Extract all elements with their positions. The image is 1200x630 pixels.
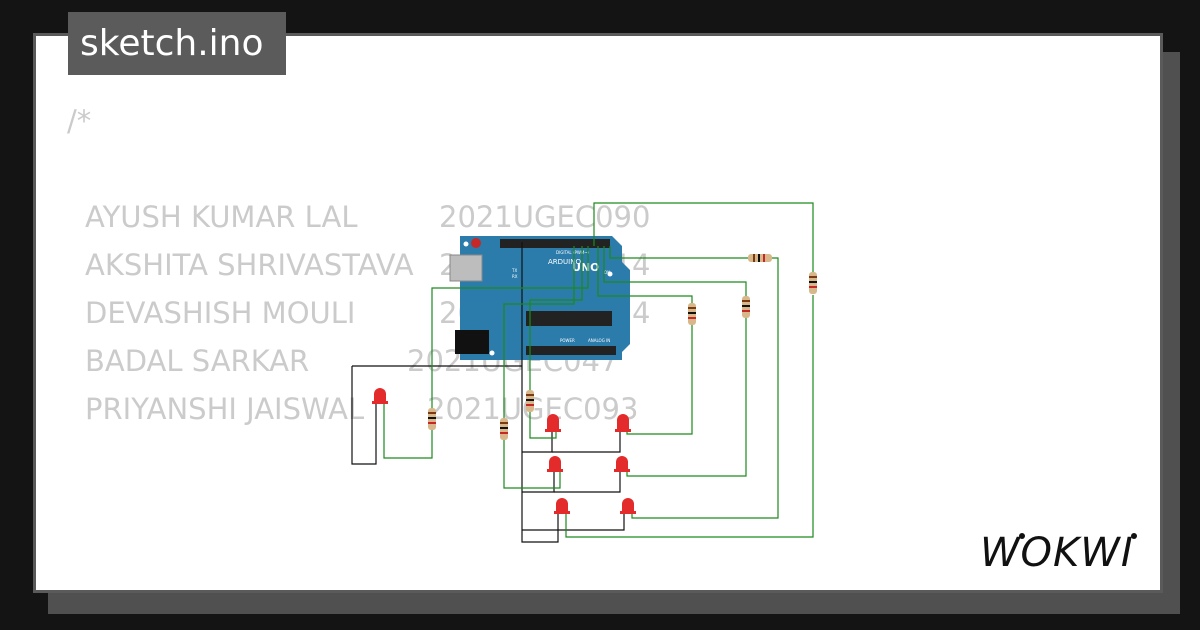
led <box>614 456 630 472</box>
on-led-label: ON <box>604 270 610 275</box>
wokwi-logo-text: WOKWI <box>980 530 1134 576</box>
led <box>547 456 563 472</box>
power-header-label: POWER <box>560 338 575 343</box>
led <box>615 414 631 432</box>
resistor <box>526 390 534 412</box>
leds <box>372 388 636 514</box>
board-model-label: UNO <box>572 261 600 274</box>
ground-wires <box>351 242 625 543</box>
comment-start: /* <box>67 104 92 138</box>
resistors <box>428 254 817 440</box>
board-brand-label: ARDUINO <box>548 258 581 266</box>
led <box>372 388 388 404</box>
member-name: PRIYANSHI JAISWAL <box>85 392 365 426</box>
signal-wires <box>383 202 814 538</box>
member-name: AKSHITA SHRIVASTAVA <box>85 248 414 282</box>
resistor <box>809 272 817 294</box>
member-name: BADAL SARKAR <box>85 344 310 378</box>
member-name: DEVASHISH MOULI <box>85 296 356 330</box>
reset-button[interactable] <box>471 238 481 248</box>
led <box>545 414 561 432</box>
rx-label: RX <box>512 274 518 279</box>
led <box>554 498 570 514</box>
resistor <box>688 303 696 325</box>
tx-label: TX <box>511 268 517 273</box>
arduino-uno-board[interactable]: ARDUINO UNO DIGITAL (PWM~) POWER ANALOG … <box>449 236 630 360</box>
wokwi-logo[interactable]: WOKWI <box>978 524 1153 579</box>
digital-header-label: DIGITAL (PWM~) <box>556 250 590 255</box>
led <box>620 498 636 514</box>
resistor <box>742 296 750 318</box>
analog-header-label: ANALOG IN <box>588 338 610 343</box>
resistor <box>428 408 436 430</box>
resistor <box>748 254 772 262</box>
atmega-chip <box>526 311 612 326</box>
resistor <box>500 418 508 440</box>
member-id: 2021UGEC090 <box>439 200 651 234</box>
member-name: AYUSH KUMAR LAL <box>85 200 358 234</box>
filename-badge[interactable]: sketch.ino <box>68 12 286 75</box>
